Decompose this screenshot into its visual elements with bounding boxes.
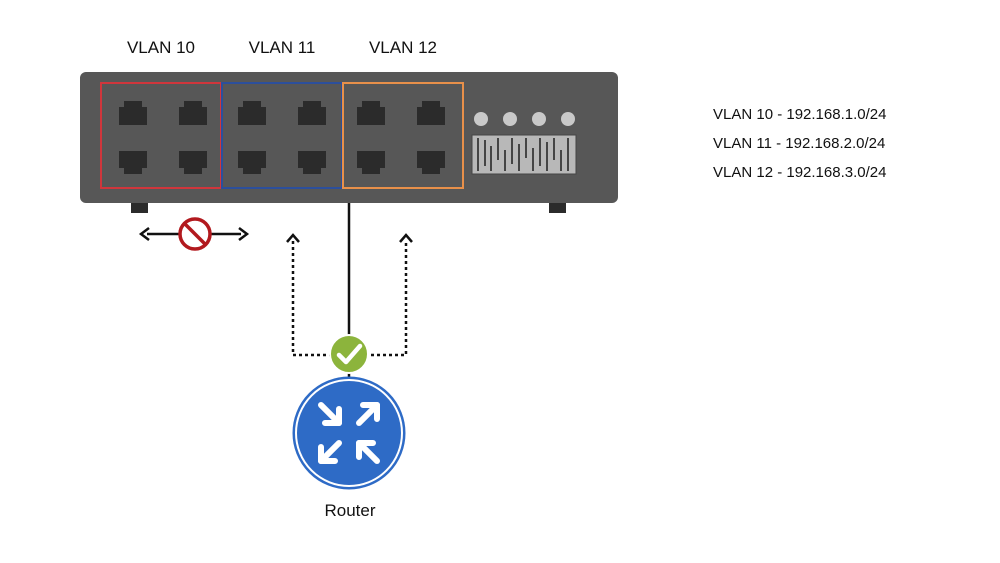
status-led bbox=[474, 112, 488, 126]
status-led bbox=[503, 112, 517, 126]
vlan-12-label: VLAN 12 bbox=[368, 38, 438, 57]
ethernet-port bbox=[119, 151, 147, 174]
prohibited-icon bbox=[178, 217, 212, 251]
vent-grille bbox=[471, 134, 577, 175]
ethernet-port bbox=[417, 101, 445, 125]
vlan-11-label: VLAN 11 bbox=[248, 38, 316, 57]
ethernet-port bbox=[357, 151, 385, 174]
ethernet-port bbox=[179, 101, 207, 125]
ethernet-port bbox=[119, 101, 147, 125]
vlan-12-group bbox=[342, 82, 464, 189]
check-icon bbox=[329, 334, 369, 374]
vlan-10-label: VLAN 10 bbox=[126, 38, 196, 57]
subnet-vlan-10: VLAN 10 - 192.168.1.0/24 bbox=[713, 106, 887, 123]
ethernet-port bbox=[298, 151, 326, 174]
subnet-vlan-11: VLAN 11 - 192.168.2.0/24 bbox=[713, 135, 886, 152]
ethernet-port bbox=[298, 101, 326, 125]
status-led bbox=[532, 112, 546, 126]
status-led bbox=[561, 112, 575, 126]
ethernet-port bbox=[357, 101, 385, 125]
subnet-vlan-12: VLAN 12 - 192.168.3.0/24 bbox=[713, 164, 887, 181]
ethernet-port bbox=[238, 101, 266, 125]
ethernet-port bbox=[238, 151, 266, 174]
router-label: Router bbox=[324, 501, 376, 520]
port-group bbox=[119, 101, 445, 174]
router-icon bbox=[292, 376, 406, 490]
ethernet-port bbox=[179, 151, 207, 174]
ethernet-port bbox=[417, 151, 445, 174]
switch-foot-right bbox=[549, 200, 566, 213]
arrowhead-up-icon bbox=[286, 233, 413, 243]
switch-foot-left bbox=[131, 200, 148, 213]
